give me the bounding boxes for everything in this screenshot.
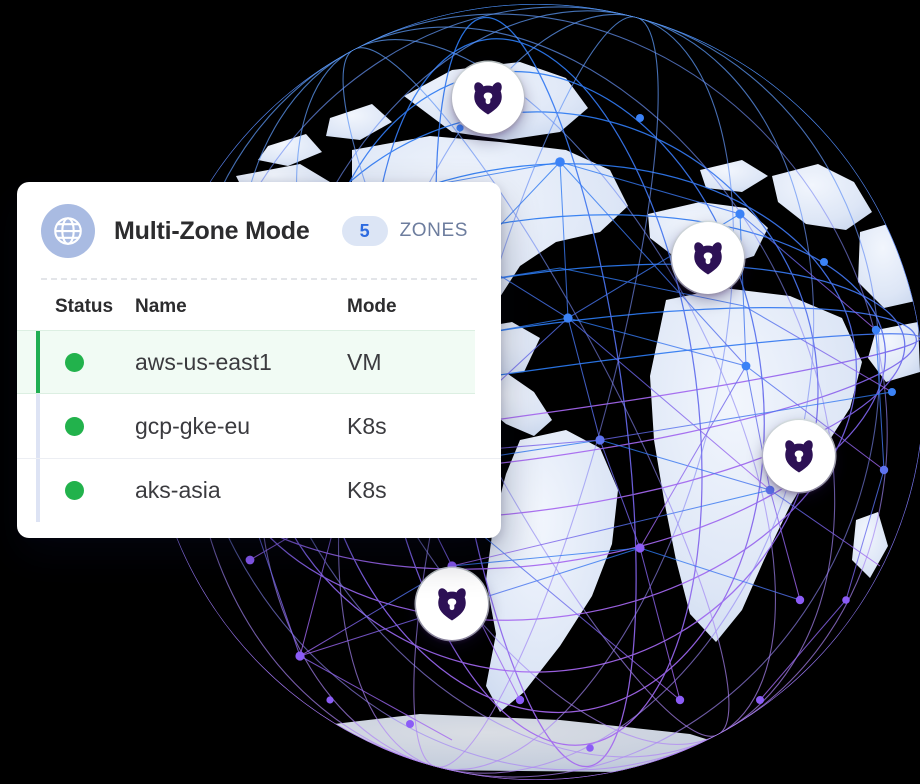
multi-zone-card: Multi-Zone Mode 5 ZONES Status Name Mode… — [17, 182, 501, 538]
table-row[interactable]: aws-us-east1 VM — [17, 330, 475, 394]
row-accent-bar — [36, 394, 40, 458]
zone-count-value: 5 — [341, 216, 388, 246]
zone-count-badge: 5 ZONES — [341, 216, 469, 246]
zone-name: aks-asia — [135, 477, 221, 503]
status-cell — [17, 352, 135, 372]
table-row[interactable]: aks-asia K8s — [17, 458, 501, 522]
zone-name: aws-us-east1 — [135, 348, 272, 375]
bear-logo-icon — [474, 82, 502, 115]
column-header-name: Name — [135, 296, 187, 317]
bear-logo-icon — [438, 588, 466, 621]
card-footer-spacer — [17, 522, 501, 538]
bear-logo-icon — [694, 242, 722, 275]
zone-table: Status Name Mode aws-us-east1 VM gcp-gke… — [17, 280, 501, 538]
status-cell — [17, 481, 135, 500]
status-badge — [65, 481, 84, 500]
map-pin-north-america[interactable] — [452, 62, 524, 134]
bear-logo-icon — [785, 440, 813, 473]
column-header-mode: Mode — [347, 296, 397, 317]
table-row[interactable]: gcp-gke-eu K8s — [17, 394, 501, 458]
zone-mode: K8s — [347, 477, 387, 503]
zone-count-label: ZONES — [399, 220, 469, 241]
globe-icon — [41, 204, 95, 258]
status-badge — [65, 416, 84, 436]
status-badge — [65, 352, 84, 372]
map-pin-south-america[interactable] — [416, 568, 488, 640]
status-cell — [17, 416, 135, 436]
header-divider — [41, 278, 477, 280]
card-header: Multi-Zone Mode 5 ZONES — [17, 182, 501, 278]
column-header-status: Status — [55, 296, 114, 317]
map-pin-africa[interactable] — [763, 420, 835, 492]
zone-name: gcp-gke-eu — [135, 412, 251, 439]
row-accent-bar — [36, 331, 40, 393]
map-pin-europe[interactable] — [672, 222, 744, 294]
row-accent-bar — [36, 459, 40, 522]
zone-mode: K8s — [347, 412, 387, 439]
zone-mode: VM — [347, 348, 382, 375]
page-title: Multi-Zone Mode — [114, 216, 310, 245]
table-header-row: Status Name Mode — [17, 282, 501, 330]
